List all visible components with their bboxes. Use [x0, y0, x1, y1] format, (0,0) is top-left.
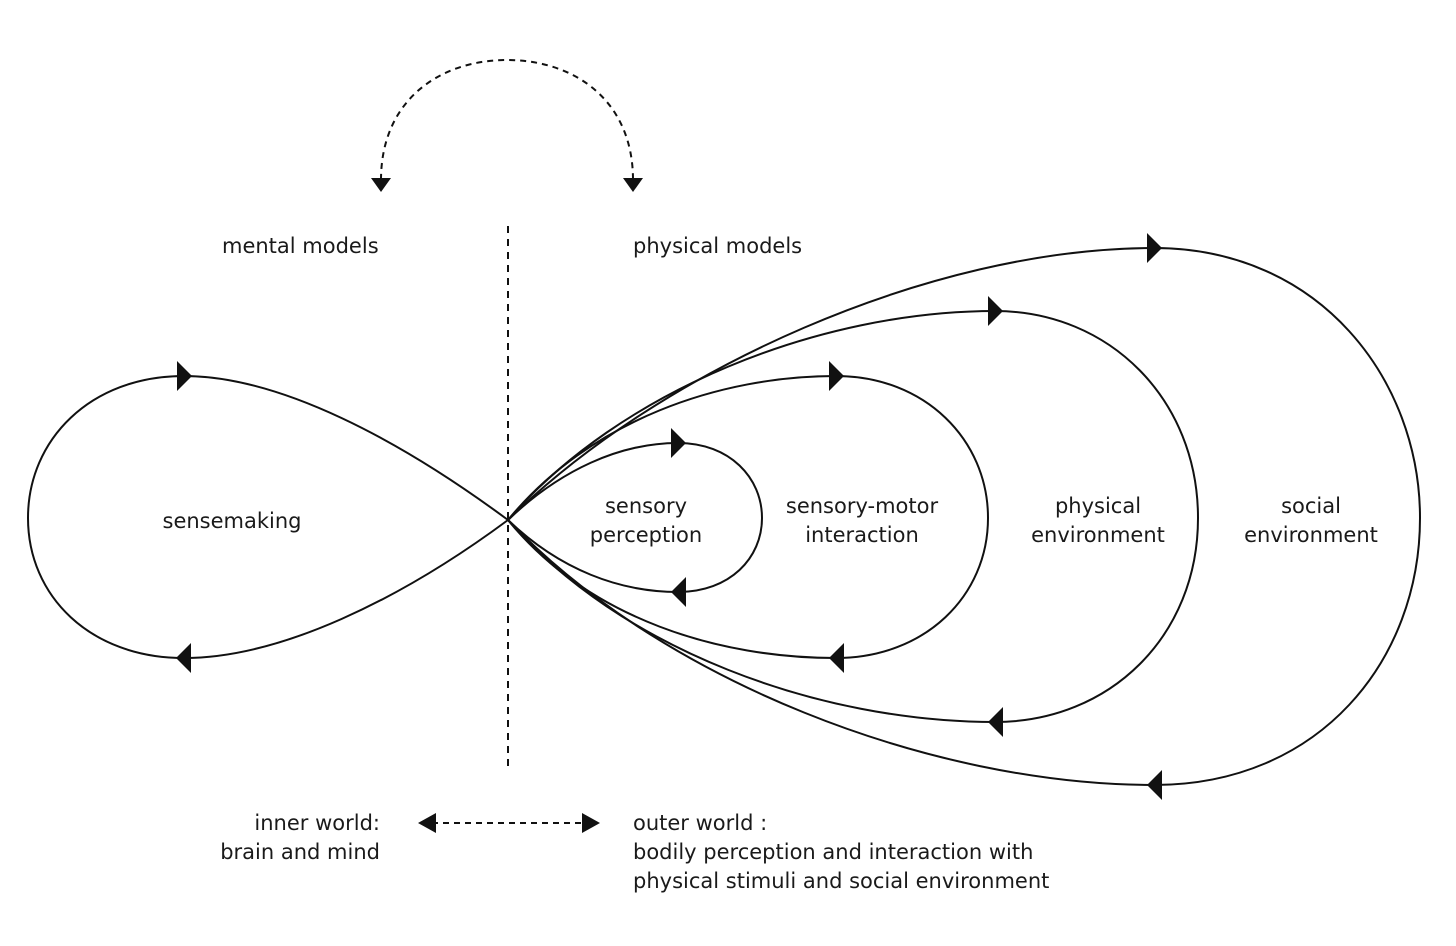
- arrow-right-icon: [177, 361, 192, 391]
- sensory-motor-label: sensory-motor interaction: [772, 492, 952, 550]
- arrow-down-icon: [371, 178, 391, 192]
- sensemaking-loop: [26, 374, 509, 660]
- arrow-left-icon: [176, 643, 191, 673]
- physical-environment-line-2: environment: [1031, 523, 1165, 547]
- sensory-motor-line-2: interaction: [805, 523, 919, 547]
- social-environment-line-1: social: [1281, 494, 1341, 518]
- arrow-right-icon: [1147, 233, 1162, 263]
- arrow-right-icon: [988, 296, 1003, 326]
- outer-world-line-1: outer world :: [633, 811, 768, 835]
- social-environment-line-2: environment: [1244, 523, 1378, 547]
- outer-world-label: outer world : bodily perception and inte…: [633, 809, 1049, 896]
- physical-environment-loop: [507, 309, 1200, 724]
- social-environment-loop: [507, 246, 1422, 787]
- arrow-left-icon: [829, 643, 844, 673]
- inner-world-label: inner world: brain and mind: [180, 809, 380, 867]
- arrow-right-icon: [829, 361, 844, 391]
- arrow-left-icon: [671, 577, 686, 607]
- sensory-perception-loop: [507, 441, 764, 594]
- models-exchange-arc: [380, 58, 634, 181]
- arrow-left-icon: [418, 813, 436, 833]
- social-environment-label: social environment: [1231, 492, 1391, 550]
- arrow-right-icon: [582, 813, 600, 833]
- arrow-left-icon: [988, 707, 1003, 737]
- sensory-motor-loop: [507, 374, 990, 660]
- sensory-perception-line-1: sensory: [604, 494, 688, 518]
- inner-world-line-2: brain and mind: [220, 840, 380, 864]
- arrow-left-icon: [1147, 770, 1162, 800]
- physical-environment-line-1: physical: [1054, 494, 1142, 518]
- inner-world-line-1: inner world:: [254, 811, 380, 835]
- arrow-right-icon: [671, 428, 686, 458]
- sensory-perception-line-2: perception: [589, 523, 703, 547]
- arrow-down-icon: [623, 178, 643, 192]
- sensory-motor-line-1: sensory-motor: [785, 494, 939, 518]
- sensory-perception-label: sensory perception: [566, 492, 726, 550]
- sensemaking-label: sensemaking: [162, 509, 302, 533]
- outer-world-line-3: physical stimuli and social environment: [633, 869, 1050, 893]
- mental-models-label: mental models: [222, 234, 379, 258]
- outer-world-line-2: bodily perception and interaction with: [633, 840, 1034, 864]
- physical-environment-label: physical environment: [1018, 492, 1178, 550]
- physical-models-label: physical models: [633, 234, 803, 258]
